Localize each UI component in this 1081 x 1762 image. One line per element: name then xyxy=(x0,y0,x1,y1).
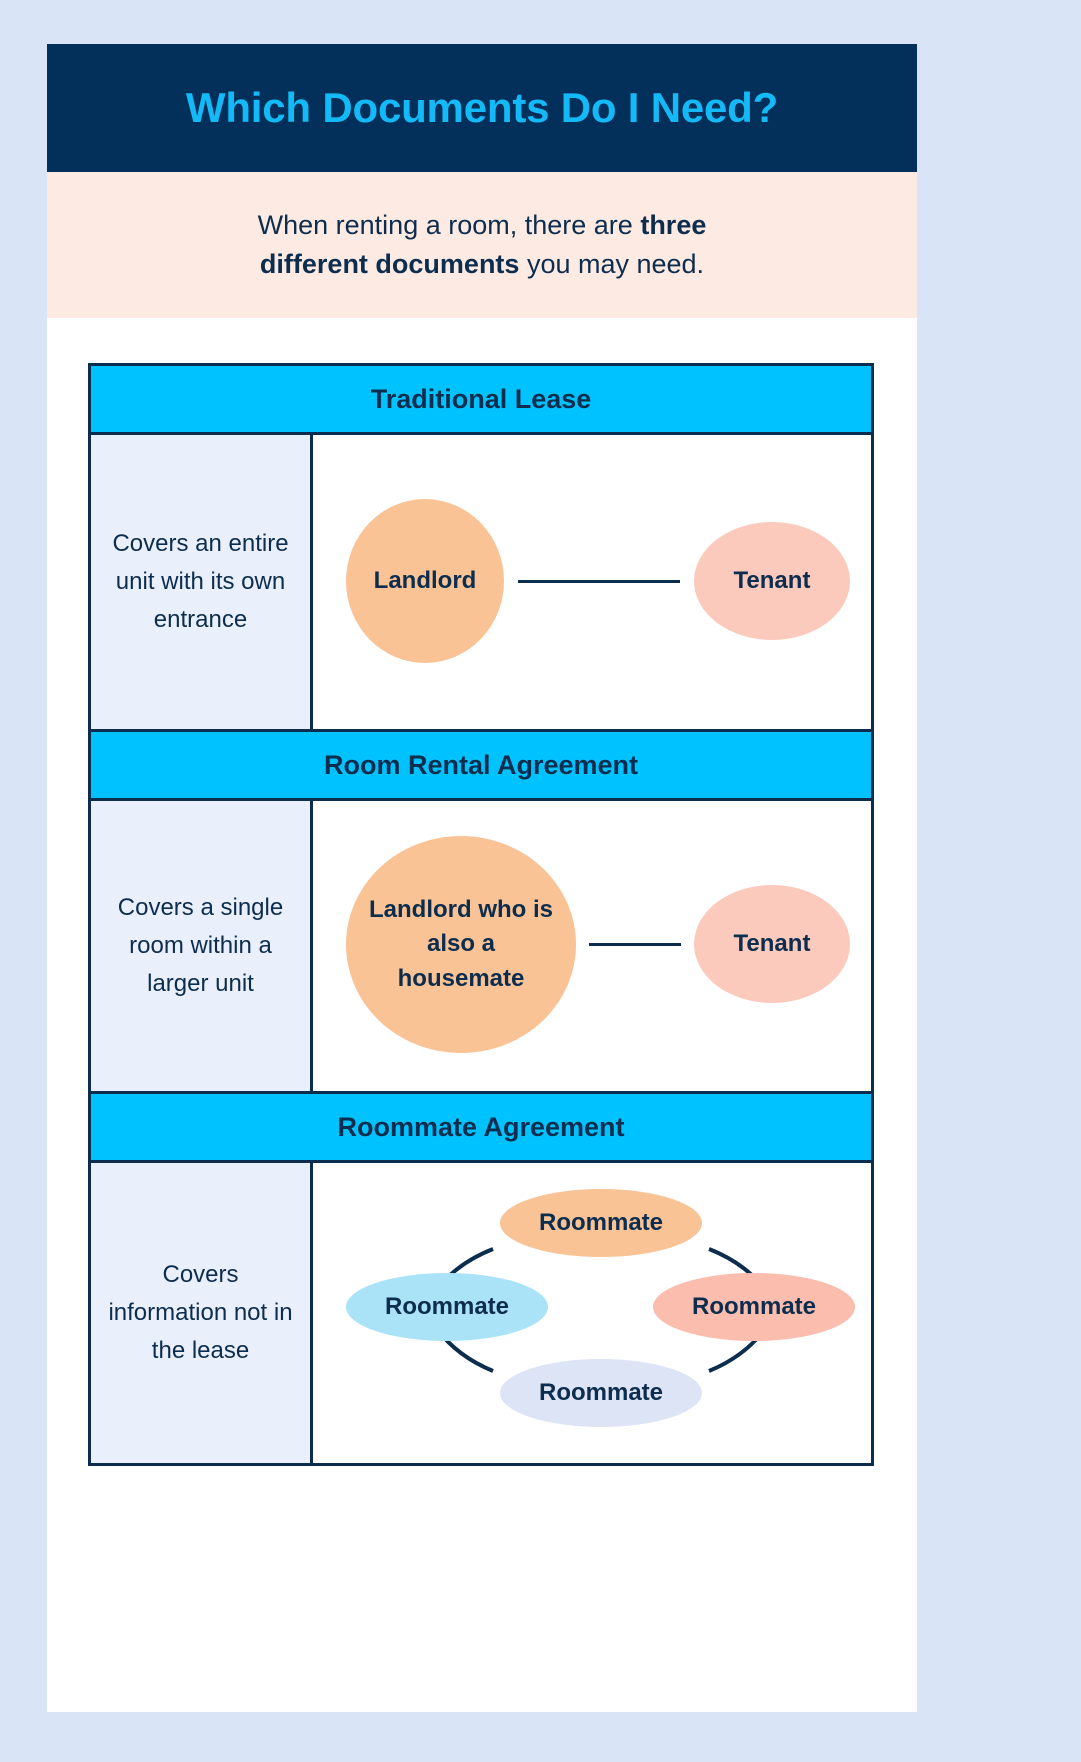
description-cell: Covers a single room within a larger uni… xyxy=(91,801,313,1091)
description-cell: Covers an entire unit with its own entra… xyxy=(91,435,313,729)
subtitle-text: When renting a room, there are three dif… xyxy=(202,206,762,284)
section-title: Roommate Agreement xyxy=(337,1111,625,1142)
diagram-room-rental-agreement: Landlord who is also a housemate Tenant xyxy=(313,801,871,1091)
section-body-traditional-lease: Covers an entire unit with its own entra… xyxy=(91,435,871,729)
page-title: Which Documents Do I Need? xyxy=(185,84,779,131)
subtitle-part-1: When renting a room, there are xyxy=(257,209,641,240)
node-roommate-right: Roommate xyxy=(653,1273,855,1341)
node-roommate-top: Roommate xyxy=(500,1189,702,1257)
description-text: Covers information not in the lease xyxy=(108,1261,293,1364)
node-tenant: Tenant xyxy=(694,522,850,640)
diagram-roommate-agreement: Roommate Roommate Roommate Roommate xyxy=(313,1163,871,1463)
section-header-traditional-lease: Traditional Lease xyxy=(91,366,871,435)
description-text: Covers an entire unit with its own entra… xyxy=(112,530,289,633)
connector-line xyxy=(589,943,681,946)
section-title: Room Rental Agreement xyxy=(323,749,639,780)
documents-table: Traditional Lease Covers an entire unit … xyxy=(88,363,874,1466)
connector-line xyxy=(518,580,680,583)
section-title: Traditional Lease xyxy=(370,383,592,414)
subtitle-banner: When renting a room, there are three dif… xyxy=(47,172,917,318)
node-roommate-bottom: Roommate xyxy=(500,1359,702,1427)
description-cell: Covers information not in the lease xyxy=(91,1163,313,1463)
section-body-room-rental-agreement: Covers a single room within a larger uni… xyxy=(91,801,871,1091)
node-landlord-housemate: Landlord who is also a housemate xyxy=(346,836,576,1053)
diagram-traditional-lease: Landlord Tenant xyxy=(313,435,871,729)
infographic-card: Which Documents Do I Need? When renting … xyxy=(47,44,917,1712)
node-landlord: Landlord xyxy=(346,499,504,663)
node-roommate-left: Roommate xyxy=(346,1273,548,1341)
section-header-roommate-agreement: Roommate Agreement xyxy=(91,1091,871,1163)
subtitle-bold-1: three different documents xyxy=(259,209,707,279)
header-banner: Which Documents Do I Need? xyxy=(47,44,917,172)
node-tenant: Tenant xyxy=(694,885,850,1003)
subtitle-part-2: you may need. xyxy=(519,249,705,279)
section-header-room-rental-agreement: Room Rental Agreement xyxy=(91,729,871,801)
section-body-roommate-agreement: Covers information not in the lease Room… xyxy=(91,1163,871,1463)
description-text: Covers a single room within a larger uni… xyxy=(117,894,284,997)
